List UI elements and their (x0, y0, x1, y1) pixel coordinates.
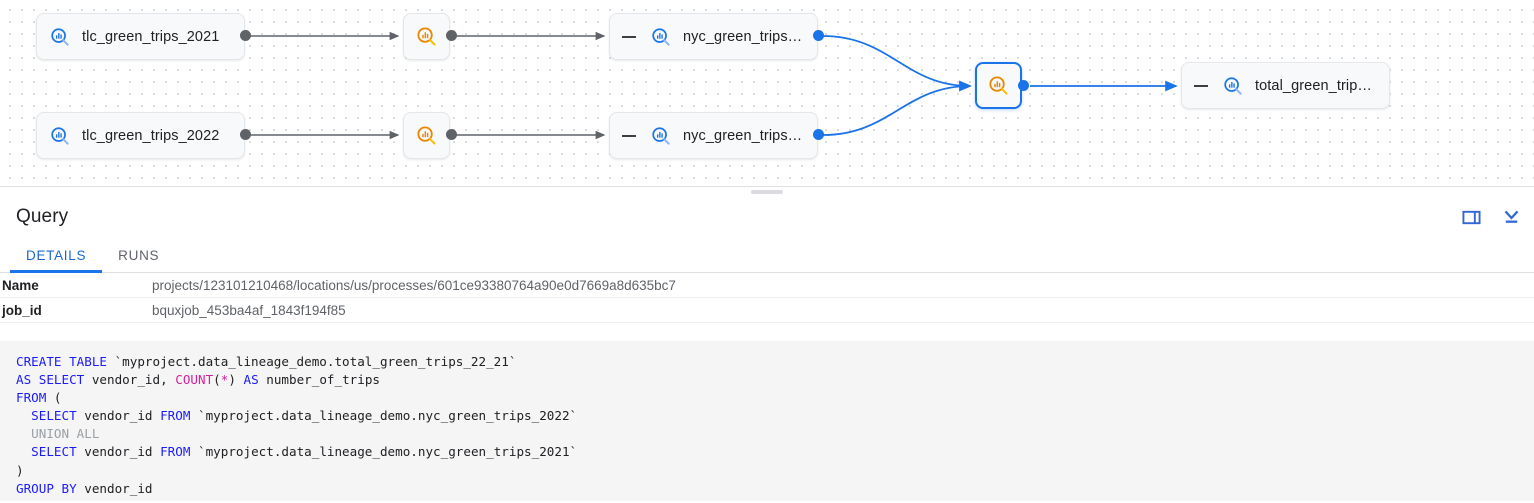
table-row: job_id bquxjob_453ba4af_1843f194f85 (0, 298, 1534, 323)
process-search-icon (415, 25, 438, 48)
detail-value-name: projects/123101210468/locations/us/proce… (152, 277, 676, 293)
tab-runs[interactable]: RUNS (118, 248, 160, 263)
drag-handle[interactable] (751, 190, 783, 194)
lineage-node-nyc-green-trips-2022[interactable]: nyc_green_trips… (609, 112, 818, 159)
tab-details[interactable]: DETAILS (10, 239, 103, 273)
table-search-icon (49, 125, 71, 147)
query-tabs: DETAILS RUNS (0, 239, 1534, 273)
table-search-icon (650, 125, 672, 147)
output-port[interactable] (240, 129, 251, 140)
lineage-node-process-2022[interactable] (403, 112, 450, 159)
lineage-graph-canvas[interactable]: tlc_green_trips_2021 tlc_green_trips_202… (0, 0, 1534, 187)
table-row: Name projects/123101210468/locations/us/… (0, 273, 1534, 298)
output-port[interactable] (446, 30, 457, 41)
lineage-node-label: nyc_green_trips… (683, 28, 803, 45)
output-port[interactable] (446, 129, 457, 140)
lineage-node-label: tlc_green_trips_2022 (82, 127, 220, 144)
panel-splitter[interactable] (0, 186, 1534, 196)
detail-key-job-id: job_id (2, 302, 42, 318)
sql-code-text: CREATE TABLE `myproject.data_lineage_dem… (16, 354, 578, 496)
query-panel-actions (1458, 195, 1524, 239)
lineage-node-label: nyc_green_trips… (683, 127, 803, 144)
lineage-node-process-2021[interactable] (403, 13, 450, 60)
process-search-icon (987, 74, 1010, 97)
table-search-icon (1222, 75, 1244, 97)
split-panel-icon[interactable] (1458, 204, 1484, 230)
output-port[interactable] (813, 129, 824, 140)
query-panel-header: Query (0, 195, 1534, 239)
lineage-node-total-green-trips[interactable]: total_green_trip… (1181, 62, 1390, 109)
detail-value-job-id: bquxjob_453ba4af_1843f194f85 (152, 302, 346, 318)
table-search-icon (650, 26, 672, 48)
output-port[interactable] (813, 30, 824, 41)
table-search-icon (49, 26, 71, 48)
collapse-panel-icon[interactable] (1498, 204, 1524, 230)
output-port[interactable] (1018, 80, 1029, 91)
lineage-node-process-union-selected[interactable] (975, 62, 1022, 109)
page-title: Query (16, 206, 69, 227)
query-details-panel: Query DETAILS RUNS Name projects/1231012… (0, 195, 1534, 503)
lineage-node-tlc-green-trips-2021[interactable]: tlc_green_trips_2021 (36, 13, 245, 60)
details-table: Name projects/123101210468/locations/us/… (0, 273, 1534, 323)
lineage-node-nyc-green-trips-2021[interactable]: nyc_green_trips… (609, 13, 818, 60)
collapse-icon[interactable] (622, 35, 636, 38)
collapse-icon[interactable] (1194, 84, 1208, 87)
lineage-node-label: total_green_trip… (1255, 77, 1372, 94)
lineage-node-label: tlc_green_trips_2021 (82, 28, 220, 45)
process-search-icon (415, 124, 438, 147)
collapse-icon[interactable] (622, 134, 636, 137)
lineage-node-tlc-green-trips-2022[interactable]: tlc_green_trips_2022 (36, 112, 245, 159)
sql-code-block[interactable]: CREATE TABLE `myproject.data_lineage_dem… (0, 341, 1534, 501)
output-port[interactable] (240, 30, 251, 41)
detail-key-name: Name (2, 277, 39, 293)
